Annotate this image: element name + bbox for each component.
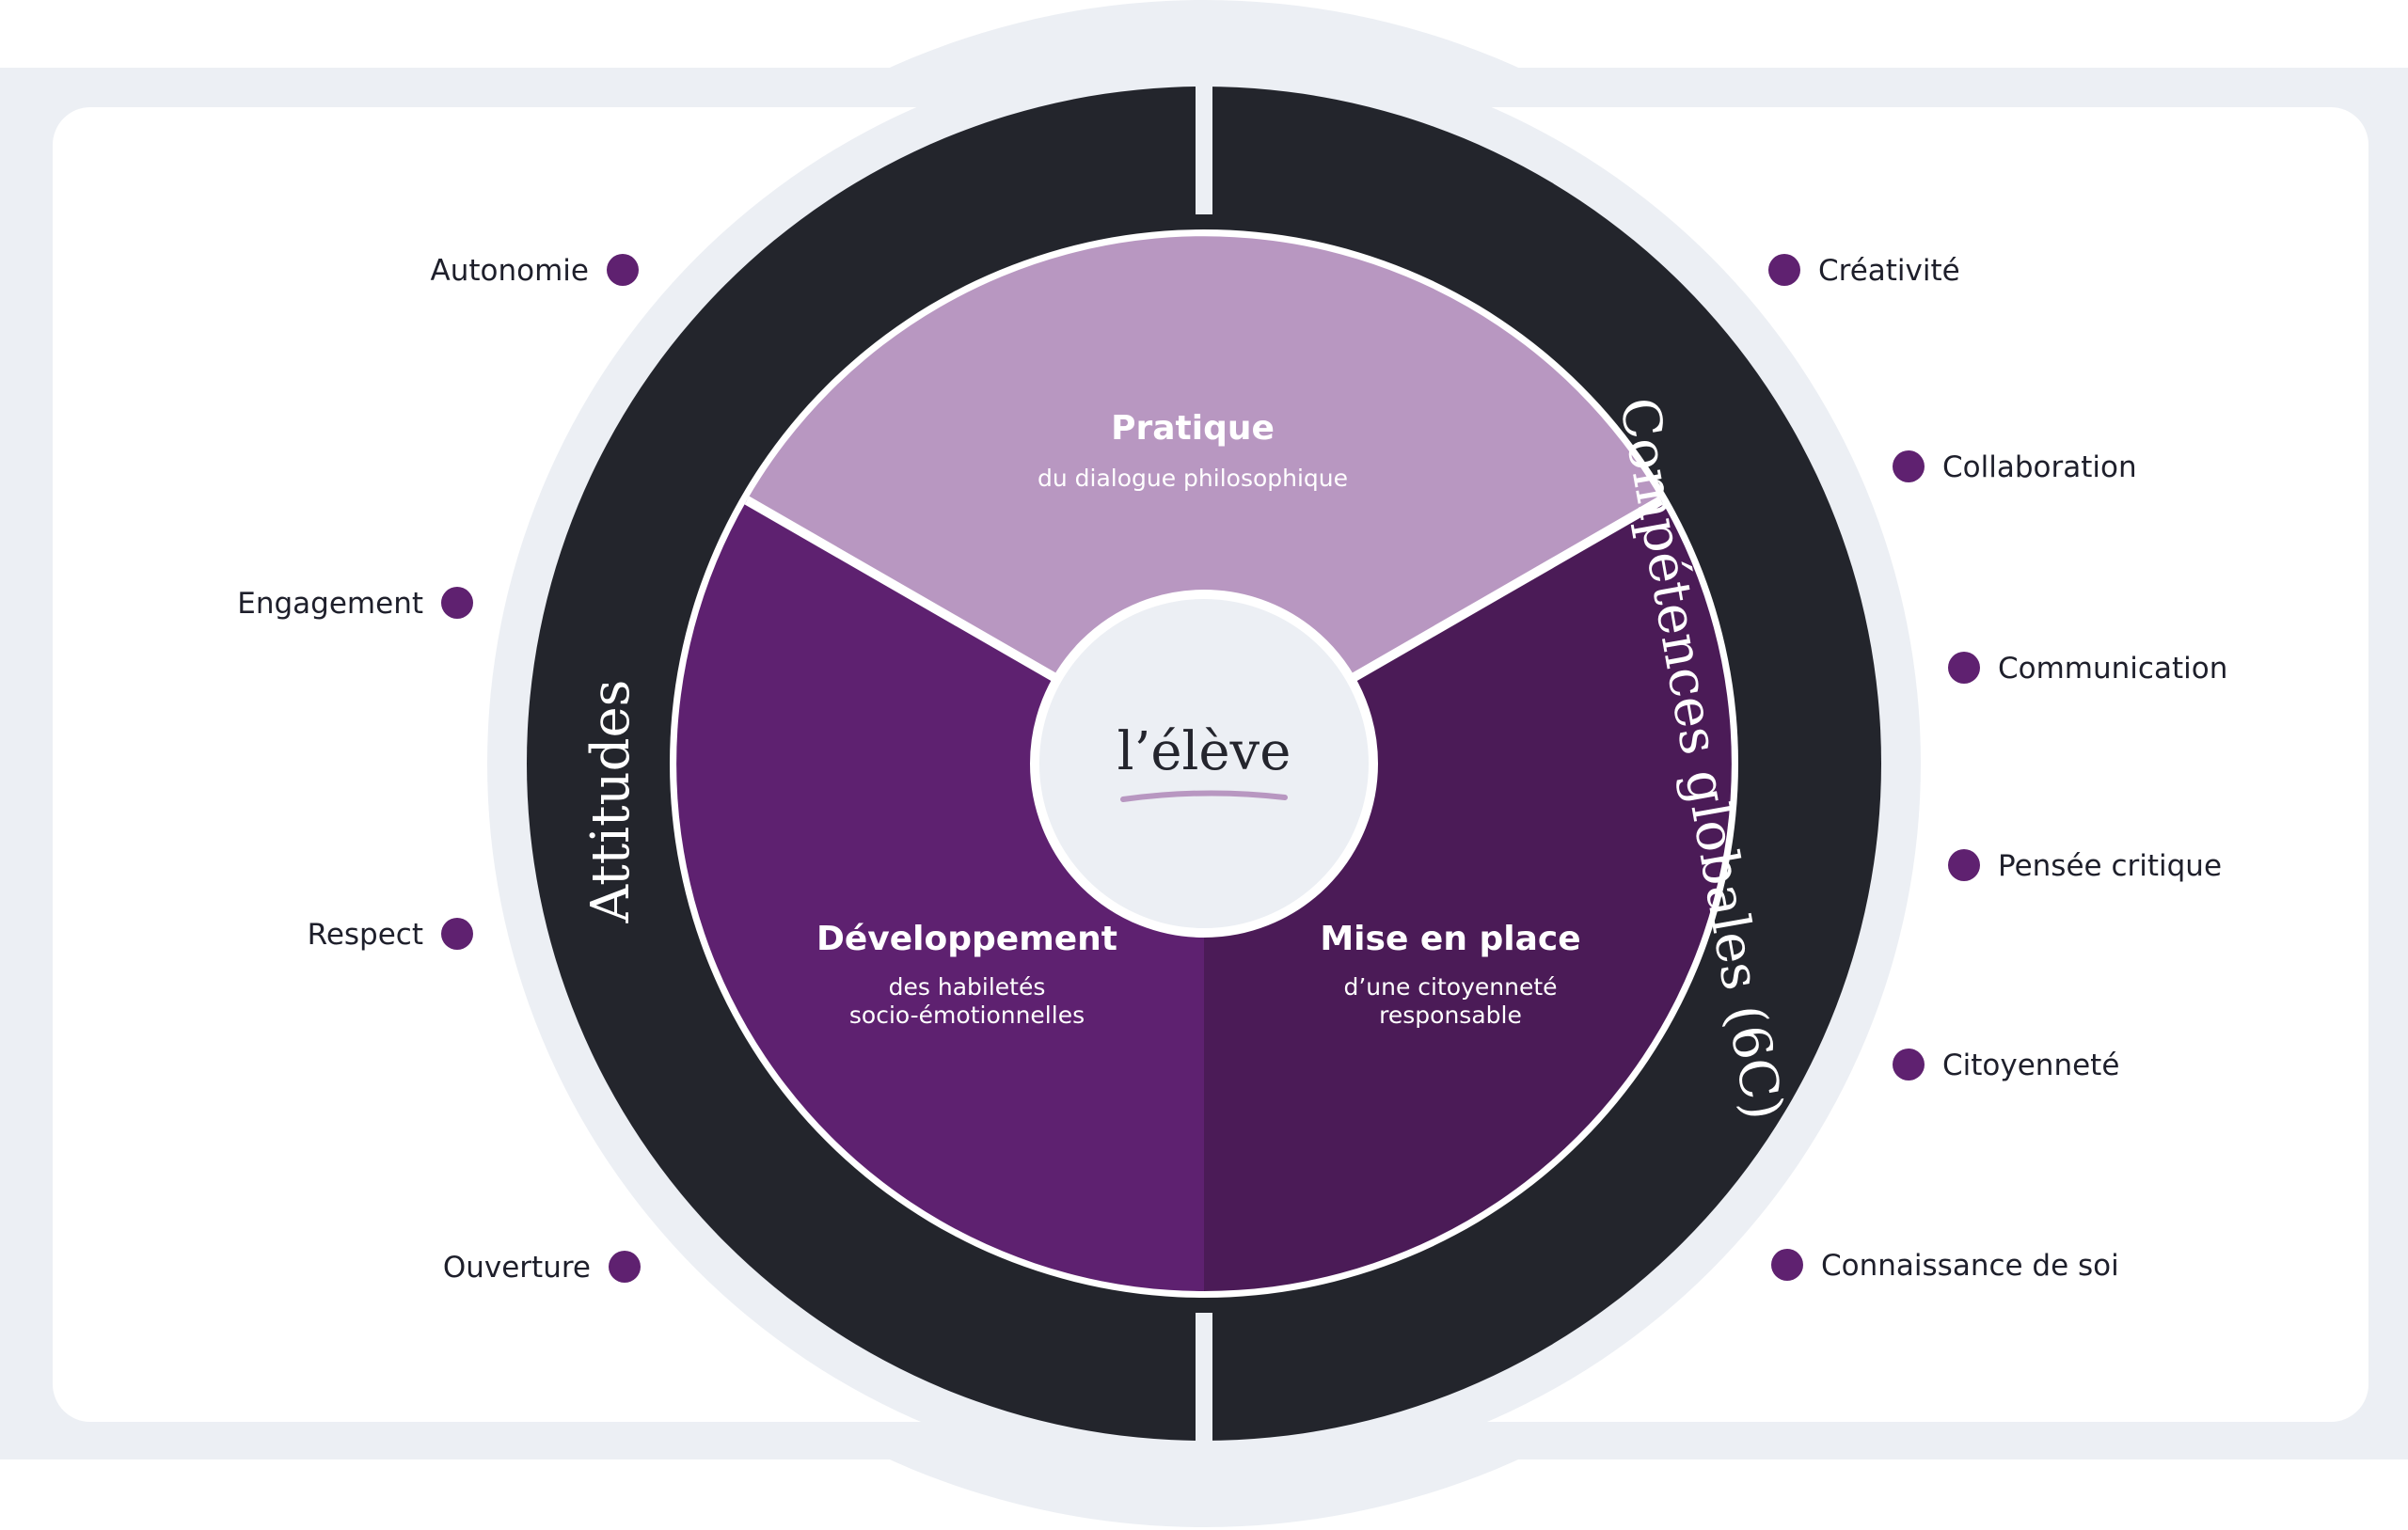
attitude-item-dot <box>441 587 473 619</box>
attitude-item-label: Autonomie <box>431 254 589 288</box>
competence-item-label: Communication <box>1998 652 2227 686</box>
competence-item-label: Pensée critique <box>1998 849 2222 883</box>
center-underline <box>1120 790 1288 802</box>
ring-label-attitudes: Attitudes <box>580 680 642 924</box>
center-label: l’élève <box>1117 721 1291 782</box>
segment-left-subtitle-2: socio-émotionnelles <box>849 1002 1085 1029</box>
segment-top-title: Pratique <box>1111 409 1275 448</box>
competence-item-label: Connaissance de soi <box>1821 1249 2119 1283</box>
competence-item-label: Citoyenneté <box>1942 1049 2119 1082</box>
center-circle <box>1030 590 1378 938</box>
attitude-item-label: Ouverture <box>443 1251 591 1285</box>
competence-item-label: Collaboration <box>1942 450 2137 484</box>
competence-item: Collaboration <box>1893 450 2137 484</box>
attitude-item: Ouverture <box>443 1251 641 1285</box>
attitude-item-dot <box>607 254 639 286</box>
competence-item: Citoyenneté <box>1893 1049 2119 1082</box>
competence-item-dot <box>1948 849 1980 881</box>
segment-left-title: Développement <box>816 920 1117 958</box>
competences-list: CréativitéCollaborationCommunicationPens… <box>1768 254 2227 1283</box>
competence-item-dot <box>1771 1249 1803 1281</box>
ring-gap-top <box>1196 83 1212 214</box>
attitude-item-dot <box>609 1251 641 1283</box>
competence-item-dot <box>1893 1049 1925 1080</box>
attitude-item-label: Engagement <box>237 587 423 621</box>
competence-item: Connaissance de soi <box>1771 1249 2119 1283</box>
ring-gap-bottom <box>1196 1313 1212 1444</box>
attitude-item: Respect <box>308 918 473 952</box>
segment-right-title: Mise en place <box>1320 920 1580 958</box>
attitude-item: Autonomie <box>431 254 639 288</box>
competence-item: Pensée critique <box>1948 849 2222 883</box>
segment-top-subtitle-1: du dialogue philosophique <box>1038 465 1348 492</box>
competence-item-dot <box>1893 450 1925 482</box>
attitude-item: Engagement <box>237 587 473 621</box>
competence-item-dot <box>1948 652 1980 684</box>
competence-item: Communication <box>1948 652 2227 686</box>
attitude-item-dot <box>441 918 473 950</box>
competence-item-dot <box>1768 254 1800 286</box>
attitude-item-label: Respect <box>308 918 423 952</box>
segment-right-subtitle-2: responsable <box>1379 1002 1522 1029</box>
segment-left-subtitle-1: des habiletés <box>889 973 1046 1001</box>
segment-right-subtitle-1: d’une citoyenneté <box>1343 973 1557 1001</box>
competence-item-label: Créativité <box>1818 254 1960 288</box>
competence-item: Créativité <box>1768 254 1960 288</box>
